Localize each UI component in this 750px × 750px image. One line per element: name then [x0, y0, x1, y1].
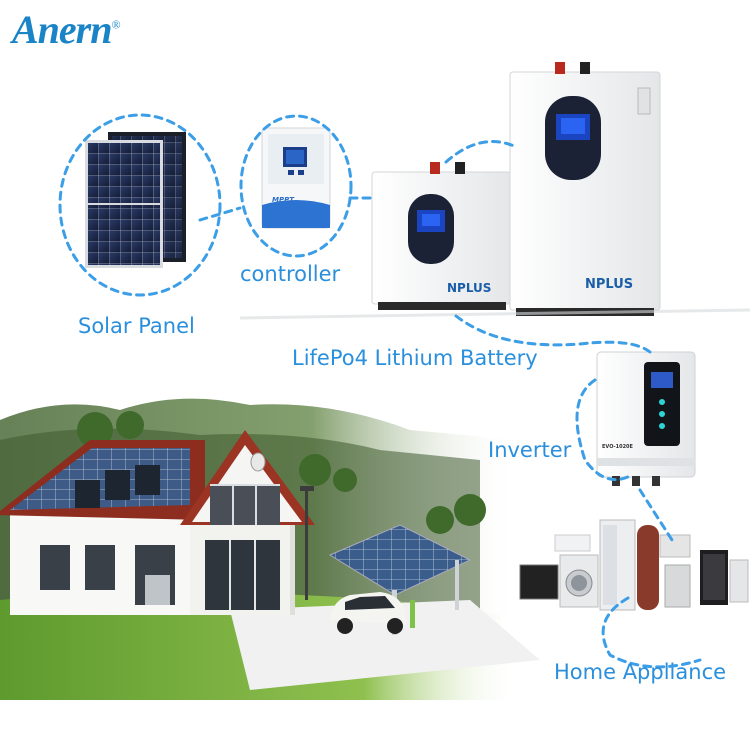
- connector-panel-controller: [198, 206, 242, 222]
- small-battery-brand: NPLUS: [447, 281, 491, 295]
- flow-connectors: [58, 113, 702, 669]
- large-battery-device: [239, 62, 750, 320]
- controller-badge: MPPT: [272, 196, 295, 204]
- home-appliances-device: [519, 519, 749, 611]
- inverter-ring: [575, 378, 632, 481]
- connector-battery-inverter: [454, 314, 652, 354]
- home-appliance-label: Home Appliance: [554, 660, 727, 684]
- inverter-model: EVO-1020E: [602, 444, 634, 450]
- solar-panel-device: [85, 132, 186, 268]
- solar-panel-ring: [58, 113, 222, 297]
- controller-device: [261, 127, 331, 229]
- controller-ring: [239, 114, 353, 258]
- house-scene: [0, 398, 540, 700]
- inverter-label: Inverter: [488, 438, 572, 462]
- connector-inverter-appliance: [638, 488, 674, 542]
- inverter-device: [596, 351, 696, 486]
- appliance-ring: [601, 596, 702, 669]
- solar-panel-label: Solar Panel: [78, 314, 195, 338]
- large-battery-brand: NPLUS: [585, 277, 633, 292]
- connector-battery-link: [444, 140, 516, 164]
- battery-label: LifePo4 Lithium Battery: [292, 346, 538, 370]
- controller-label: controller: [240, 262, 341, 286]
- small-battery-device: [371, 162, 513, 310]
- brand-logo: Anern®: [12, 7, 121, 52]
